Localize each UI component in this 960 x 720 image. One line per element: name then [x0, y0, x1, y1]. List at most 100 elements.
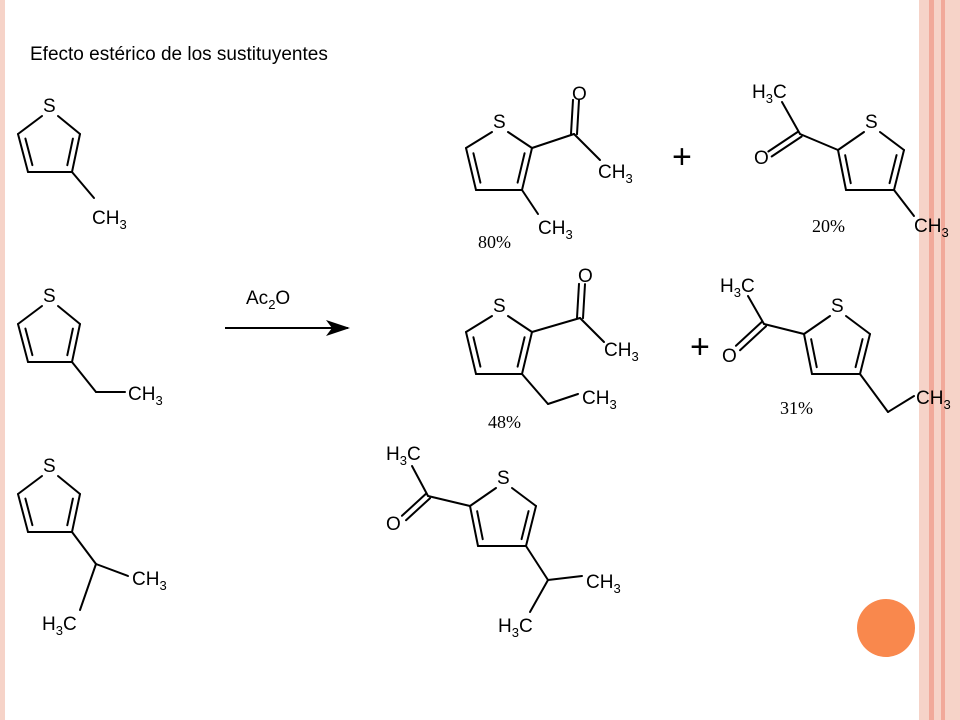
p1-bond-c2-c3 — [516, 152, 526, 184]
sm2-bond-ch2 — [71, 361, 97, 393]
p4-bond-c2-c3 — [810, 338, 818, 369]
p5-bond-c4-c5 — [520, 510, 530, 541]
p1-yield: 80% — [478, 232, 511, 252]
p4-bond-c2-c3 — [803, 333, 813, 375]
p5-bond-carbonyl — [405, 497, 432, 522]
p3-sulfur: S — [493, 296, 506, 317]
sm1-methyl: CH3 — [92, 208, 127, 232]
p4-bond-ch2 — [859, 373, 889, 413]
p1-acyl-methyl: CH3 — [598, 162, 633, 186]
p4-bond-carbonyl — [734, 320, 763, 347]
p5-methyl-down: H3C — [498, 616, 533, 640]
p1-bond-c4-c5 — [472, 152, 482, 184]
p1-bond-acyl-ch3 — [573, 133, 601, 161]
p5-bond-c2-c3 — [476, 510, 484, 541]
slide-title: Efecto estérico de los sustituyentes — [30, 44, 328, 65]
p2-bond-acyl-ch3 — [781, 101, 801, 135]
p4-acyl-methyl: H3C — [720, 276, 755, 300]
p4-oxygen: O — [722, 346, 737, 367]
p3-bond-s-c2 — [507, 315, 533, 333]
p5-bond-carbonyl — [400, 492, 427, 517]
p3-bond-c2-c3 — [516, 336, 526, 368]
p3-bond-acyl-ch3 — [579, 317, 605, 343]
p5-acyl-methyl: H3C — [386, 444, 421, 468]
sm1-bond-methyl — [71, 171, 95, 199]
p1-bond-c2-c3 — [521, 147, 533, 191]
p5-bond-ch3-down — [529, 579, 549, 613]
p5-bond-acyl — [427, 495, 471, 507]
sm1-bond-c4-c5 — [17, 133, 29, 173]
sm1-bond-s-c5 — [17, 115, 43, 135]
reagent-label: Ac2O — [246, 288, 290, 312]
sm3-bond-ch3-right — [95, 563, 129, 577]
sm3-bond-ch — [71, 531, 97, 565]
p3-bond-ch3 — [547, 393, 579, 405]
sm3-bond-c2-c3 — [66, 497, 74, 527]
p1-sulfur: S — [493, 112, 506, 133]
p4-bond-c4-c5 — [859, 333, 871, 375]
sm2-methyl: CH3 — [128, 384, 163, 408]
sm1-bond-c2-c3 — [66, 137, 74, 167]
sm3-bond-s-c5 — [17, 475, 43, 495]
p2-bond-c4-c5 — [888, 154, 898, 185]
right-stripe-5 — [945, 0, 960, 720]
p5-bond-s-c2 — [469, 487, 497, 507]
p2-oxygen: O — [754, 148, 769, 169]
p1-bond-s-c2 — [507, 131, 533, 149]
sm3-bond-ch3-down — [79, 563, 97, 611]
p3-bond-carbonyl — [581, 283, 586, 320]
p1-bond-acyl — [531, 133, 575, 149]
sm3-sulfur: S — [43, 456, 56, 477]
sm3-bond-c4-c5 — [17, 493, 29, 533]
p4-bond-carbonyl — [739, 325, 768, 352]
p3-bond-acyl — [531, 317, 581, 333]
p4-bond-s-c2 — [803, 315, 831, 335]
right-stripe-2 — [929, 0, 934, 720]
p3-oxygen: O — [578, 266, 593, 287]
p1-bond-carbonyl — [575, 99, 580, 136]
p3-yield: 48% — [488, 412, 521, 432]
right-stripe-1 — [919, 0, 929, 720]
p5-bond-c2-c3 — [469, 505, 479, 547]
bonds — [17, 98, 915, 613]
slide-left-border — [0, 0, 5, 720]
p1-bond-c4-c5 — [465, 147, 477, 191]
sm3-bond-c4-c5 — [24, 497, 34, 527]
p2-bond-c2-c3 — [837, 149, 847, 191]
p2-methyl: CH3 — [914, 216, 949, 240]
p2-bond-c2-c3 — [844, 154, 852, 185]
sm1-bond-c2-c3 — [71, 133, 81, 173]
sm2-bond-c4-c5 — [24, 327, 34, 357]
p3-bond-s-c5 — [465, 315, 493, 333]
sm2-sulfur: S — [43, 286, 56, 307]
p5-sulfur: S — [497, 468, 510, 489]
p5-bond-ch — [525, 545, 549, 581]
p2-sulfur: S — [865, 112, 878, 133]
p5-bond-ch3-right — [547, 575, 583, 581]
sm1-bond-c4-c5 — [24, 137, 34, 167]
right-stripe-3 — [934, 0, 941, 720]
p4-bond-acyl-ch3 — [747, 295, 765, 325]
sm2-bond-s-c2 — [57, 305, 81, 325]
p2-bond-c4-c5 — [893, 149, 905, 191]
p3-bond-c2-c3 — [521, 331, 533, 375]
sm3-bond-s-c2 — [57, 475, 81, 495]
p2-bond-acyl — [799, 133, 839, 151]
sm2-bond-c2-c3 — [66, 327, 74, 357]
p4-ethyl-methyl: CH3 — [916, 388, 951, 412]
p1-bond-carbonyl — [570, 98, 575, 135]
sm2-bond-c4-c5 — [17, 323, 29, 363]
p2-bond-methyl — [893, 189, 915, 217]
p4-bond-ch3 — [887, 395, 915, 413]
p3-acyl-methyl: CH3 — [604, 340, 639, 364]
p2-acyl-methyl: H3C — [752, 82, 787, 106]
p5-oxygen: O — [386, 514, 401, 535]
p4-sulfur: S — [831, 296, 844, 317]
p1-bond-s-c5 — [465, 131, 493, 149]
sm1-sulfur: S — [43, 96, 56, 117]
p5-bond-s-c5 — [511, 487, 537, 507]
p1-methyl: CH3 — [538, 218, 573, 242]
p2-yield: 20% — [812, 216, 845, 236]
sm1-bond-s-c2 — [57, 115, 81, 135]
